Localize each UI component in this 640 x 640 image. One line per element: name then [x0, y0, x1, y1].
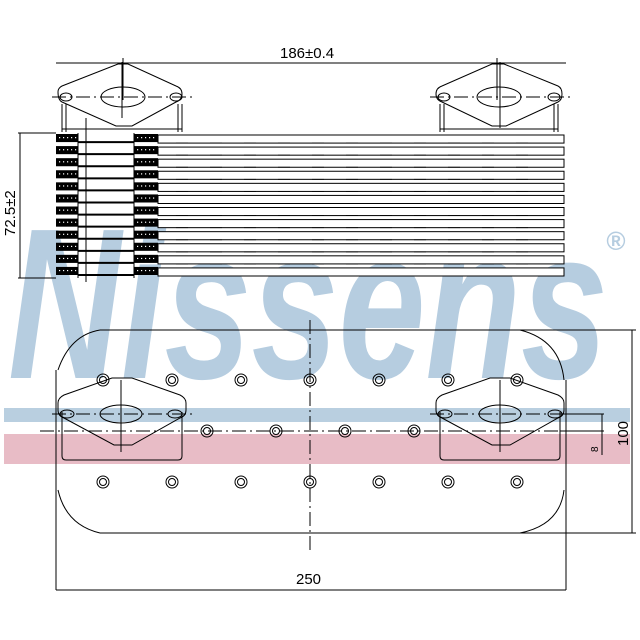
bolt-holes — [96, 373, 524, 489]
side-flange-left — [52, 62, 192, 132]
dimension-width: 100 — [566, 329, 636, 534]
top-flange-left — [52, 377, 192, 461]
dim-186-label: 186±0.4 — [280, 45, 334, 62]
dimension-overall-length: 250 — [56, 571, 566, 591]
dim-8-label: 8 — [590, 446, 601, 452]
red-band — [4, 434, 630, 464]
blue-band — [4, 408, 630, 422]
dimension-core-height: 72.5±2 — [2, 132, 56, 279]
plate-stack — [56, 133, 565, 278]
dimension-offset: 8 — [560, 413, 604, 455]
registered-mark-icon: ® — [606, 226, 626, 256]
top-view-body — [55, 320, 567, 590]
dim-250-label: 250 — [296, 571, 321, 588]
dimension-flange-spacing: 186±0.4 — [56, 45, 566, 100]
side-flange-right — [430, 62, 570, 132]
dim-100-label: 100 — [615, 421, 632, 446]
dim-72-5-label: 72.5±2 — [2, 190, 19, 236]
